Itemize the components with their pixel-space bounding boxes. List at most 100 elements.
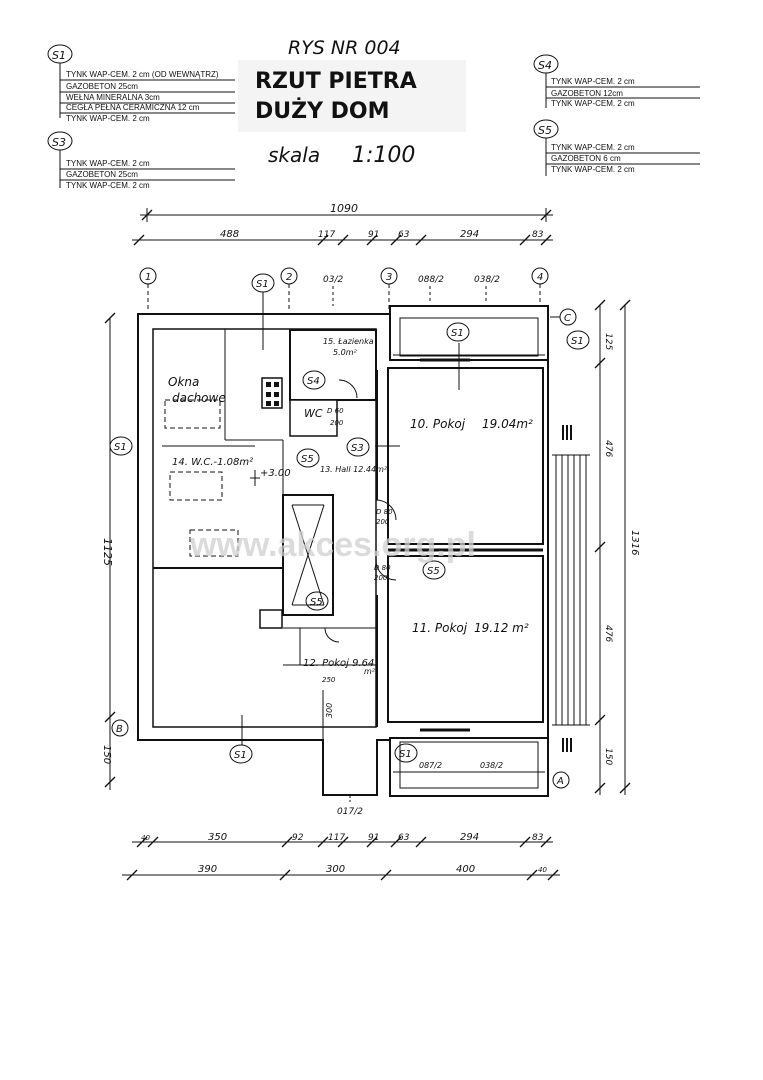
room-13-name: 13. Hall 12.44m²: [320, 465, 388, 474]
bottom-ref-label: 038/2: [480, 761, 503, 770]
scale-word: skala: [268, 143, 320, 167]
svg-text:S5: S5: [427, 566, 440, 577]
legend-s3-layer: TYNK WAP-CEM. 2 cm: [66, 159, 150, 168]
legend-s5-layer: GAZOBETON 6 cm: [551, 154, 621, 163]
wall-tag: S1: [229, 744, 253, 764]
dim-top-segment: 488: [220, 229, 239, 240]
column-axis-3: 3: [380, 267, 398, 310]
legend-s1-layer: TYNK WAP-CEM. 2 cm (OD WEWNĄTRZ): [66, 70, 219, 79]
drawing-title: RZUT PIETRA: [255, 69, 417, 94]
door-label: 200: [330, 419, 344, 427]
elevation-mark: +3.00: [260, 468, 291, 479]
svg-text:4: 4: [537, 272, 543, 283]
row-axis-a: A: [552, 771, 570, 789]
title-box: [238, 60, 466, 132]
row-axis-c: C: [550, 308, 577, 326]
svg-text:C: C: [564, 313, 571, 324]
right-dimension-lines: 125 476 476 150 1316: [552, 299, 640, 795]
drawing-number: RYS NR 004: [288, 37, 401, 59]
terrace-hatching: [552, 425, 590, 752]
dim-bottom-segment: 300: [326, 864, 345, 875]
svg-text:S3: S3: [351, 443, 364, 454]
dim-bottom-segment: 350: [208, 832, 227, 843]
bottom-ref-label: 017/2: [337, 807, 363, 817]
wall-tag: S1: [394, 743, 418, 763]
wall-tag: S5: [422, 560, 446, 580]
room-15-area: 5.0m²: [333, 348, 358, 357]
dim-top-total: 1090: [330, 202, 358, 215]
legend-s1-layer: CEGŁA PEŁNA CERAMICZNA 12 cm: [66, 103, 200, 112]
roof-windows-label: Okna: [168, 375, 199, 389]
top-ref-label: 038/2: [474, 275, 500, 285]
legend-s5-layer: TYNK WAP-CEM. 2 cm: [551, 165, 635, 174]
wall-tag: S1: [566, 330, 590, 350]
bottom-ref-label: 087/2: [419, 761, 442, 770]
legend-s5-layer: TYNK WAP-CEM. 2 cm: [551, 143, 635, 152]
dim-bottom-segment: 40: [538, 866, 547, 874]
dim-left-lower: 150: [101, 745, 112, 764]
door-label: D 80: [376, 508, 393, 516]
wall-tag: S5: [296, 448, 320, 468]
room-12-name: 12. Pokoj 9.64: [303, 658, 374, 669]
dim-top-segment: 63: [398, 230, 410, 240]
building-outline: [137, 305, 549, 797]
left-dimension-lines: 1125 150: [101, 312, 116, 790]
room-15-name: 15. Łazienka: [323, 337, 374, 346]
watermark: www.akces.org.pl: [189, 526, 476, 564]
legend-s1-layer: GAZOBETON 25cm: [66, 82, 138, 91]
svg-text:S5: S5: [301, 454, 314, 465]
dim-top-segment: 294: [460, 229, 479, 240]
door-label: 200: [376, 518, 390, 526]
legend-s4-layer: GAZOBETON 12cm: [551, 89, 623, 98]
svg-text:S1: S1: [399, 749, 412, 760]
legend-s4: S4 TYNK WAP-CEM. 2 cm GAZOBETON 12cm TYN…: [533, 54, 700, 108]
top-dimension-lines: 1090 488 117 91 63 294 83: [132, 202, 553, 246]
dim-left-main: 1125: [101, 538, 114, 566]
column-axis-2: 2: [280, 267, 298, 310]
svg-text:A: A: [556, 776, 564, 787]
wall-tag: S1: [446, 322, 470, 342]
legend-s4-layer: TYNK WAP-CEM. 2 cm: [551, 77, 635, 86]
legend-s5: S5 TYNK WAP-CEM. 2 cm GAZOBETON 6 cm TYN…: [533, 119, 700, 176]
dim-bottom-segment: 40: [141, 834, 150, 842]
svg-text:S5: S5: [310, 597, 323, 608]
legend-s1-layer: WEŁNA MINERALNA 3cm: [66, 93, 160, 102]
drawing-subtitle: DUŻY DOM: [255, 98, 390, 124]
svg-text:S1: S1: [256, 279, 269, 290]
dim-bottom-segment: 63: [398, 833, 410, 843]
room-11-area: 19.12 m²: [474, 621, 529, 635]
scale-value: 1:100: [352, 143, 415, 168]
door-label: D 80: [374, 564, 391, 572]
dim-bottom-segment: 400: [456, 864, 475, 875]
top-ref-label: 03/2: [323, 275, 343, 285]
wall-tag: S1: [109, 436, 133, 456]
svg-text:2: 2: [286, 272, 292, 283]
svg-text:S1: S1: [571, 336, 584, 347]
bottom-dimension-lines: 40 350 92 117 91 63 294 83 390 300 400 4…: [122, 832, 560, 881]
svg-text:S1: S1: [451, 328, 464, 339]
wall-tag: S4: [302, 370, 326, 390]
dim-right-part: 476: [603, 625, 613, 642]
dim-right-part: 476: [603, 440, 613, 457]
legend-s3-tag: S3: [52, 136, 66, 149]
legend-s5-tag: S5: [538, 124, 552, 137]
svg-text:B: B: [116, 724, 123, 735]
legend-s3: S3 TYNK WAP-CEM. 2 cm GAZOBETON 25cm TYN…: [47, 131, 235, 190]
legend-s1: S1 TYNK WAP-CEM. 2 cm (OD WEWNĄTRZ) GAZO…: [47, 44, 235, 123]
wall-tag: S3: [346, 437, 370, 457]
roof-windows-label: dachowe: [172, 391, 226, 405]
door-label: D 60: [327, 407, 344, 415]
small-dimension: 250: [322, 676, 336, 684]
dim-bottom-segment: 390: [198, 864, 217, 875]
room-14-name: 14. W.C.-1.08m²: [172, 457, 253, 468]
dim-right-total: 1316: [629, 530, 640, 555]
dim-right-part: 125: [603, 333, 613, 350]
row-axis-b: B: [111, 719, 129, 737]
dim-top-segment: 83: [532, 230, 544, 240]
door-label: 200: [374, 574, 388, 582]
legend-s3-layer: GAZOBETON 25cm: [66, 170, 138, 179]
legend-s1-layer: TYNK WAP-CEM. 2 cm: [66, 114, 150, 123]
door-label: 300: [325, 703, 334, 718]
